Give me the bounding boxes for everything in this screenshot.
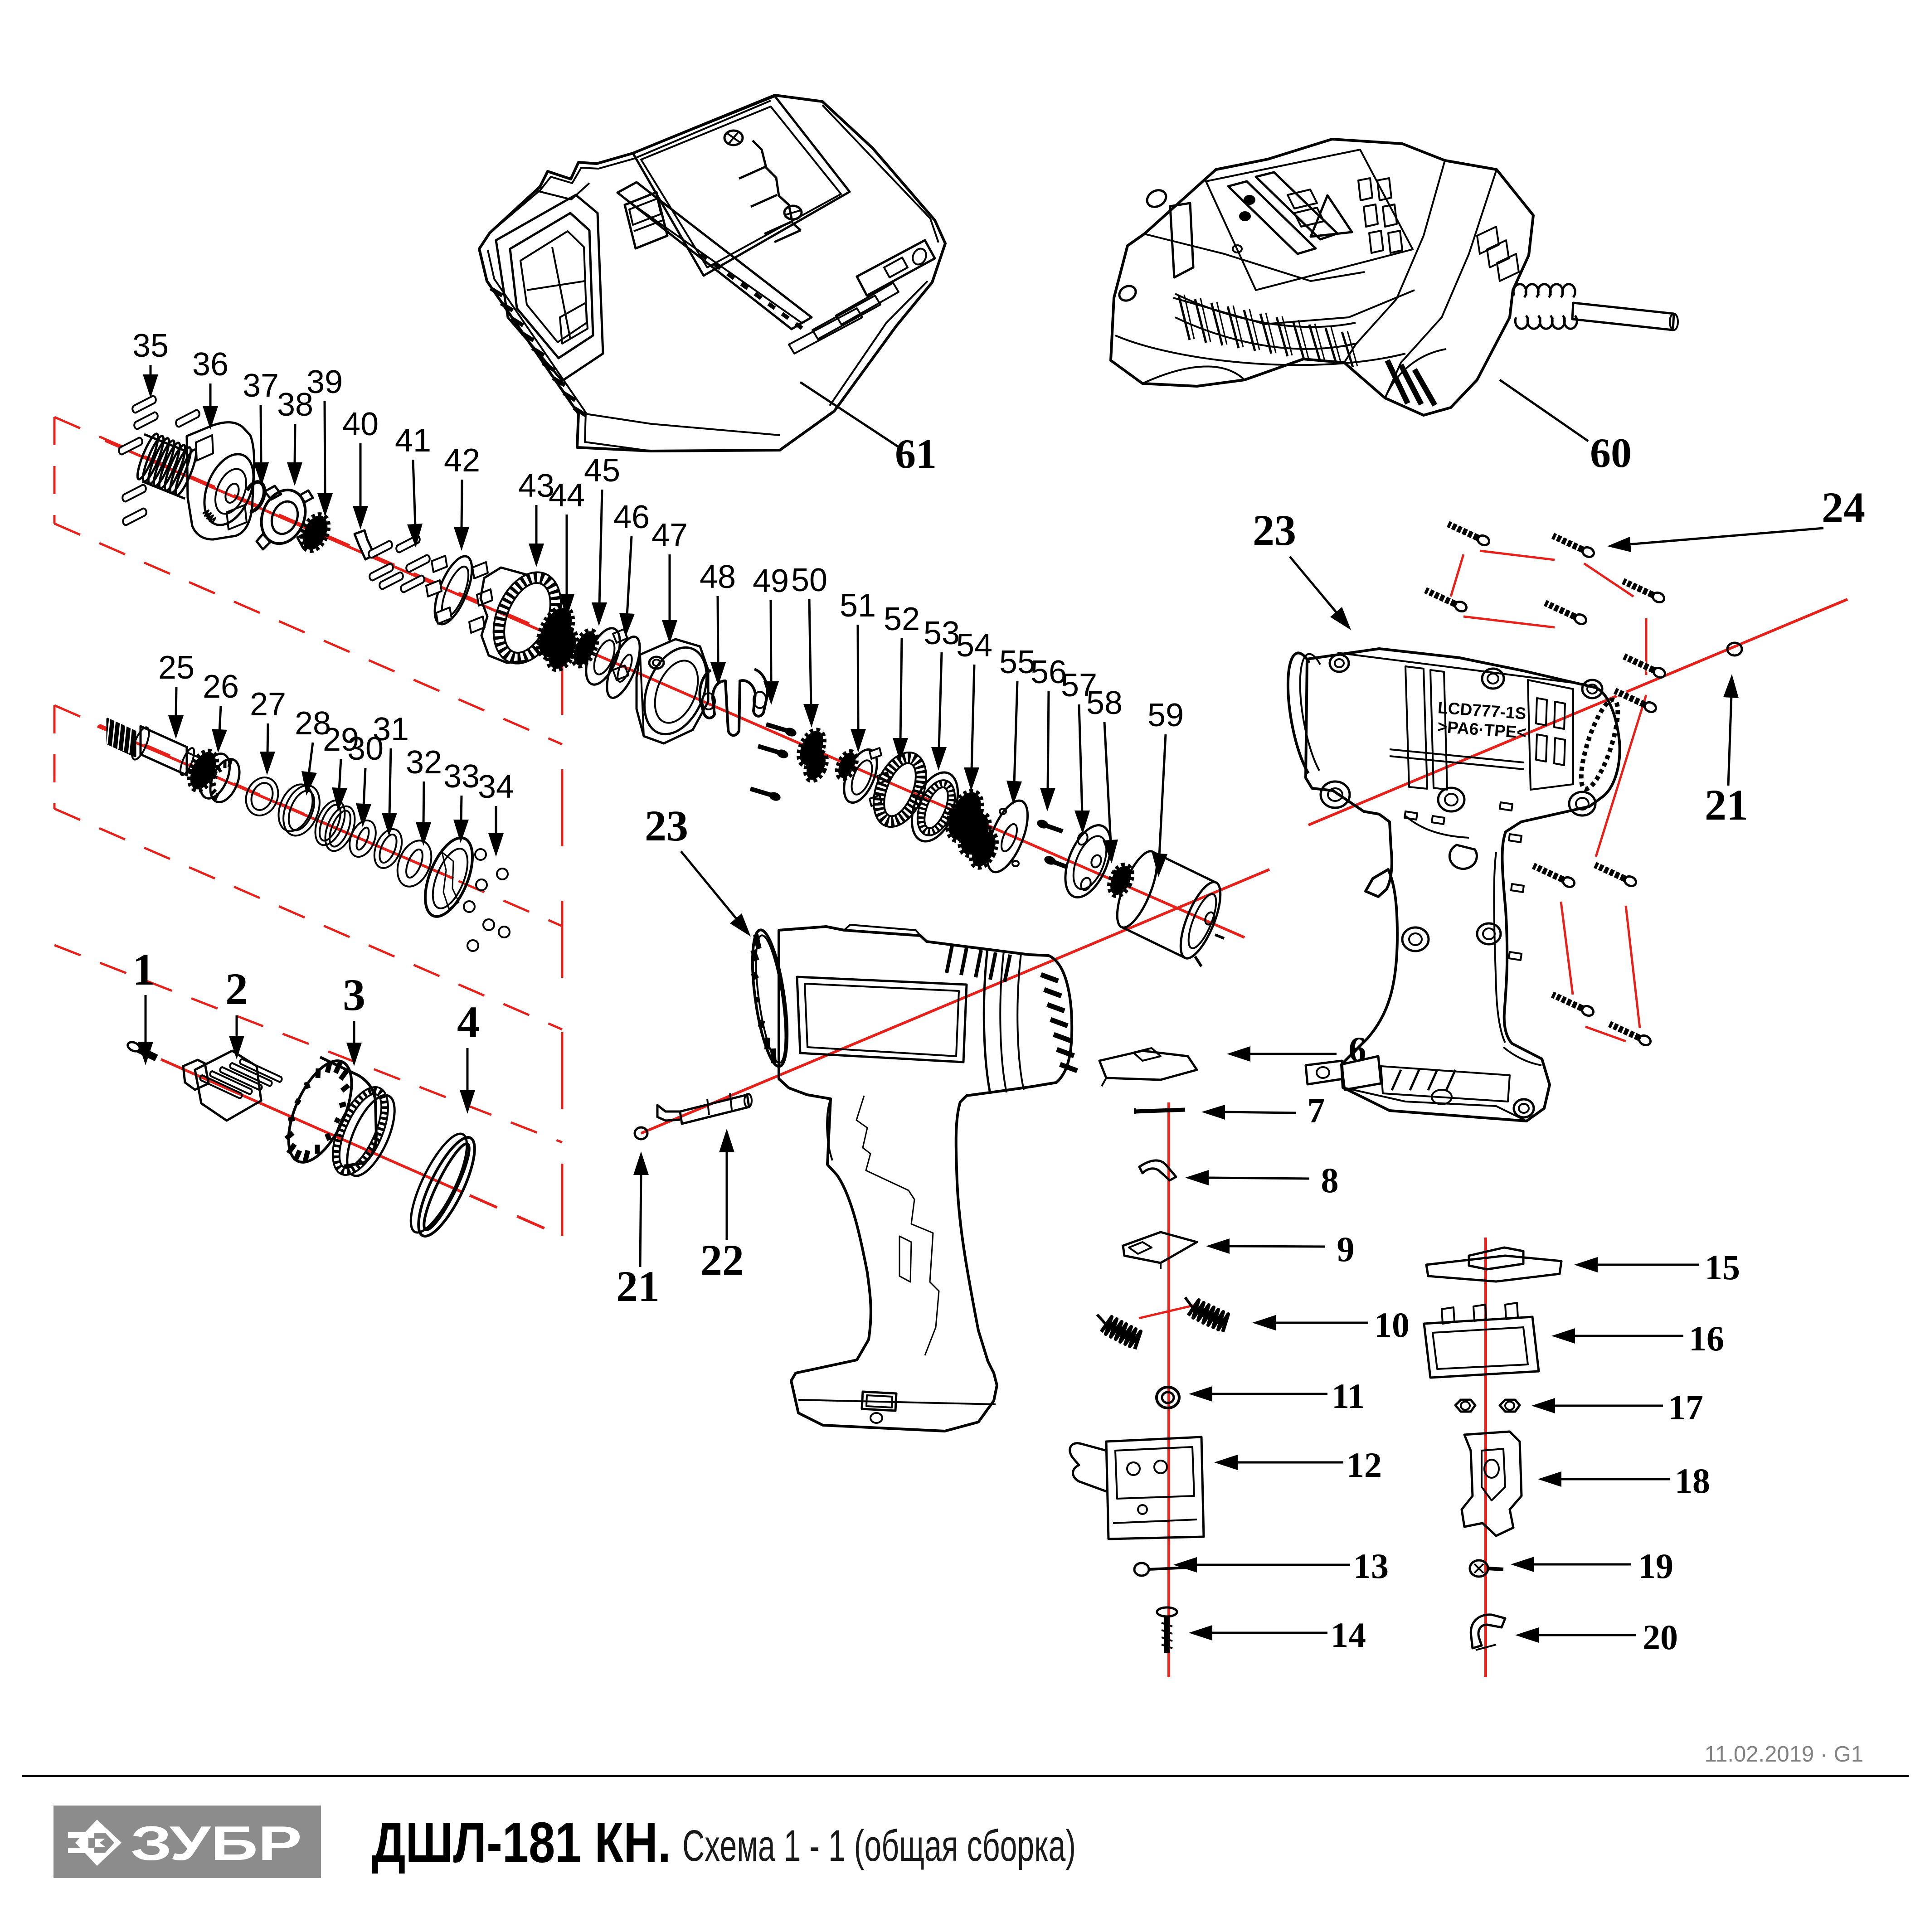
svg-text:46: 46 xyxy=(613,499,650,535)
svg-text:17: 17 xyxy=(1668,1388,1703,1427)
svg-text:42: 42 xyxy=(444,442,480,479)
svg-text:2: 2 xyxy=(225,964,248,1014)
svg-text:51: 51 xyxy=(840,587,876,624)
svg-text:56: 56 xyxy=(1031,654,1067,690)
svg-text:35: 35 xyxy=(132,328,169,364)
svg-text:52: 52 xyxy=(884,601,920,637)
svg-text:16: 16 xyxy=(1689,1319,1724,1358)
svg-text:30: 30 xyxy=(347,731,384,767)
svg-text:12: 12 xyxy=(1347,1445,1382,1485)
svg-text:6: 6 xyxy=(1349,1029,1366,1069)
svg-text:24: 24 xyxy=(1822,483,1865,532)
svg-text:1: 1 xyxy=(132,944,155,995)
svg-text:47: 47 xyxy=(651,517,688,553)
svg-text:44: 44 xyxy=(549,477,585,514)
svg-text:39: 39 xyxy=(306,364,343,400)
svg-text:57: 57 xyxy=(1061,667,1097,704)
svg-text:41: 41 xyxy=(395,422,431,459)
svg-text:Схема 1 - 1 (общая сборка): Схема 1 - 1 (общая сборка) xyxy=(682,1821,1076,1870)
svg-text:58: 58 xyxy=(1086,685,1123,721)
svg-text:8: 8 xyxy=(1321,1160,1339,1200)
svg-text:11: 11 xyxy=(1332,1376,1365,1416)
svg-text:43: 43 xyxy=(518,468,554,504)
svg-text:22: 22 xyxy=(700,1236,744,1284)
svg-text:20: 20 xyxy=(1643,1617,1678,1657)
svg-text:7: 7 xyxy=(1308,1091,1325,1130)
svg-text:13: 13 xyxy=(1353,1546,1389,1586)
svg-text:ЗУБР: ЗУБР xyxy=(131,1816,302,1870)
svg-text:18: 18 xyxy=(1675,1461,1710,1500)
svg-text:21: 21 xyxy=(1705,781,1748,829)
svg-text:25: 25 xyxy=(158,650,194,686)
svg-text:40: 40 xyxy=(342,406,379,442)
svg-text:23: 23 xyxy=(1253,506,1296,554)
svg-text:21: 21 xyxy=(616,1262,660,1311)
svg-text:32: 32 xyxy=(406,744,442,781)
svg-text:23: 23 xyxy=(645,801,688,850)
svg-text:ДШЛ-181 КН.: ДШЛ-181 КН. xyxy=(372,1811,671,1874)
svg-text:60: 60 xyxy=(1590,430,1632,476)
svg-text:27: 27 xyxy=(250,686,286,723)
svg-text:4: 4 xyxy=(457,997,480,1047)
svg-text:48: 48 xyxy=(700,559,736,595)
svg-text:33: 33 xyxy=(443,758,480,795)
svg-text:15: 15 xyxy=(1705,1248,1740,1287)
svg-text:26: 26 xyxy=(203,669,239,705)
svg-text:19: 19 xyxy=(1638,1546,1673,1586)
svg-text:36: 36 xyxy=(192,346,228,383)
svg-text:59: 59 xyxy=(1147,697,1184,733)
svg-text:9: 9 xyxy=(1337,1229,1355,1269)
svg-text:14: 14 xyxy=(1331,1615,1366,1655)
svg-text:10: 10 xyxy=(1374,1305,1410,1345)
svg-text:31: 31 xyxy=(373,711,409,748)
svg-text:34: 34 xyxy=(478,769,514,805)
svg-text:45: 45 xyxy=(584,452,620,489)
svg-text:37: 37 xyxy=(243,368,279,404)
svg-text:61: 61 xyxy=(895,431,937,477)
svg-text:55: 55 xyxy=(999,644,1035,680)
svg-text:49: 49 xyxy=(753,563,789,599)
svg-text:53: 53 xyxy=(924,615,960,651)
svg-text:38: 38 xyxy=(277,387,313,423)
svg-text:50: 50 xyxy=(791,562,827,598)
svg-text:28: 28 xyxy=(295,705,331,742)
svg-text:29: 29 xyxy=(323,722,359,758)
svg-text:3: 3 xyxy=(343,970,365,1020)
svg-text:54: 54 xyxy=(956,627,992,664)
svg-text:11.02.2019 · G1: 11.02.2019 · G1 xyxy=(1704,1742,1863,1767)
